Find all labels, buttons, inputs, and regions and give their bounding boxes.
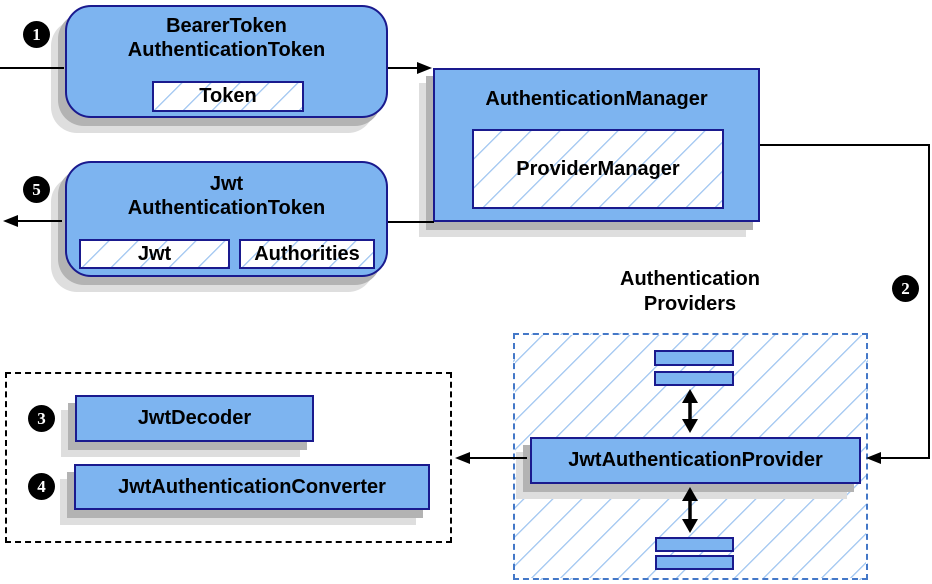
arrowhead-provider-to-decoder-group [455, 452, 470, 464]
step-badge-4: 4 [28, 473, 55, 500]
step-badge-5: 5 [23, 176, 50, 203]
chip-jwt: Jwt [79, 239, 230, 269]
authentication-providers-label: Authentication Providers [556, 267, 824, 317]
node-jwt-authentication-provider: JwtAuthenticationProvider [530, 437, 861, 484]
node-title: Jwt AuthenticationToken [67, 172, 386, 220]
provider-placeholder-bar [654, 350, 734, 366]
node-bearer-token-authentication-token: BearerToken AuthenticationToken Token [65, 5, 388, 118]
step-badge-1: 1 [23, 21, 50, 48]
node-title-line1: Jwt [209, 173, 244, 195]
chip-provider-manager: ProviderManager [472, 129, 724, 209]
provider-placeholder-bar [655, 555, 734, 570]
jwt-decoder-group: JwtDecoder JwtAuthenticationConverter [5, 372, 452, 543]
step-badge-3: 3 [28, 405, 55, 432]
provider-placeholder-bar [654, 371, 734, 386]
node-authentication-manager: AuthenticationManager ProviderManager [433, 68, 760, 222]
arrowhead-manager-to-provider [866, 452, 881, 464]
chip-token: Token [152, 81, 304, 112]
label-line2: Providers [643, 293, 737, 315]
node-jwt-authentication-token: Jwt AuthenticationToken Jwt Authorities [65, 161, 388, 277]
arrowhead-jwt-token-out [3, 215, 18, 227]
chip-authorities: Authorities [239, 239, 375, 269]
node-title-line1: BearerToken [166, 15, 287, 37]
node-title: BearerToken AuthenticationToken [67, 14, 386, 62]
node-jwt-authentication-converter: JwtAuthenticationConverter [74, 464, 430, 510]
node-title-line2: AuthenticationToken [127, 39, 326, 61]
node-jwt-decoder: JwtDecoder [75, 395, 314, 442]
node-title-line2: AuthenticationToken [127, 197, 326, 219]
authentication-providers-group: JwtAuthenticationProvider [513, 333, 868, 580]
step-badge-2: 2 [892, 275, 919, 302]
label-line1: Authentication [620, 268, 760, 290]
node-title: AuthenticationManager [485, 88, 708, 110]
provider-placeholder-bar [655, 537, 734, 552]
arrowhead-bearer-to-manager [417, 62, 432, 74]
